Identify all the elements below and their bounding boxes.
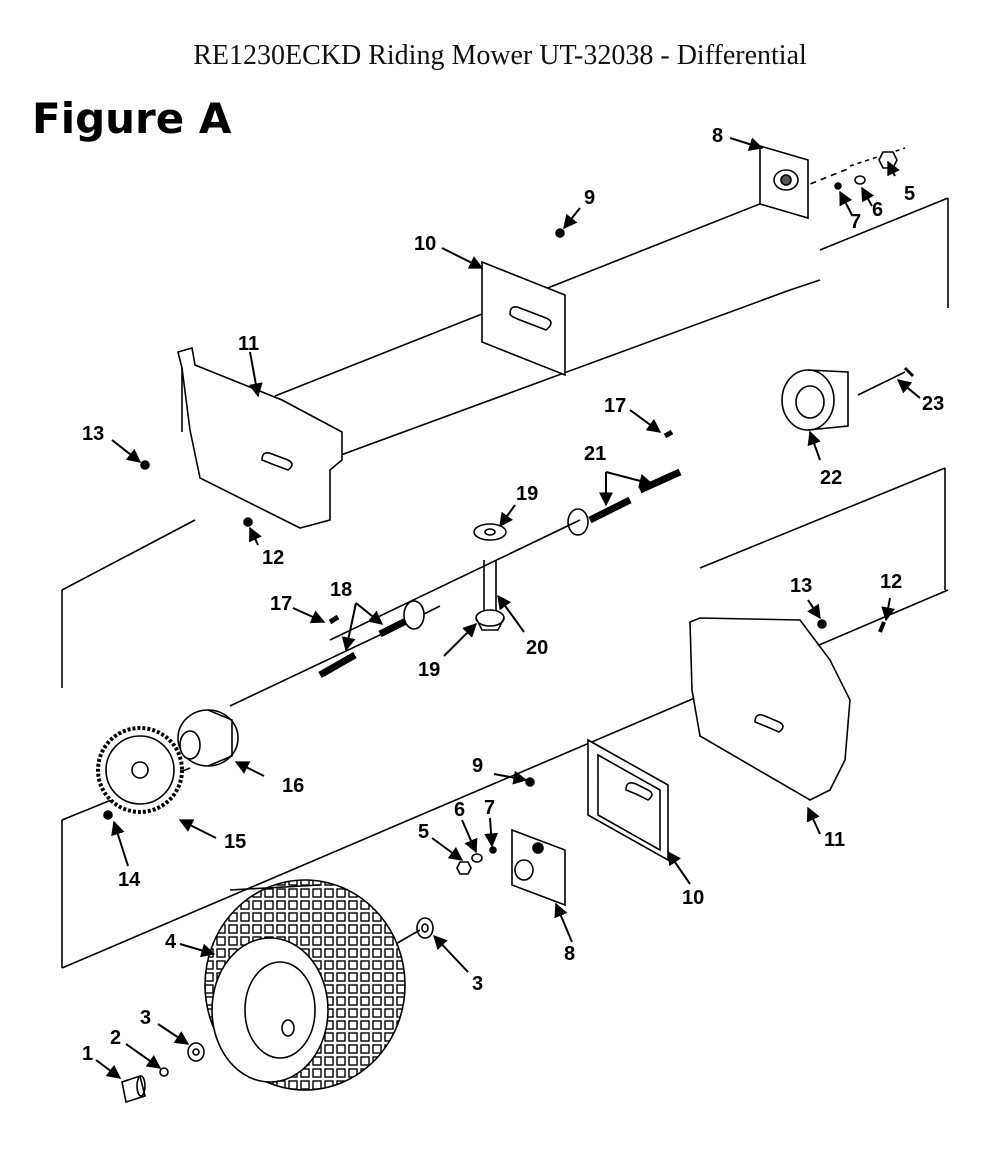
callout: 6 — [872, 199, 883, 221]
callout: 12 — [262, 547, 284, 569]
callout: 22 — [820, 467, 842, 489]
callout: 19 — [516, 483, 538, 505]
callout: 5 — [904, 183, 915, 205]
callout: 19 — [418, 659, 440, 681]
callout: 15 — [224, 831, 246, 853]
callout: 13 — [82, 423, 104, 445]
callout: 17 — [604, 395, 626, 417]
callout: 11 — [238, 333, 259, 355]
callout: 8 — [564, 943, 575, 965]
figure-label: Figure A — [32, 94, 232, 143]
page-title: RE1230ECKD Riding Mower UT-32038 - Diffe… — [193, 40, 807, 71]
callout: 4 — [165, 931, 177, 953]
callout: 18 — [330, 579, 352, 601]
callout: 5 — [418, 821, 429, 843]
callout: 9 — [584, 187, 595, 209]
callout: 13 — [790, 575, 812, 597]
callout: 7 — [484, 797, 495, 819]
callout: 2 — [110, 1027, 121, 1049]
callout: 3 — [472, 973, 483, 995]
callout: 16 — [282, 775, 304, 797]
callout: 12 — [880, 571, 902, 593]
callout: 7 — [850, 211, 861, 233]
callout: 21 — [584, 443, 606, 465]
callout: 23 — [922, 393, 944, 415]
callout: 6 — [454, 799, 465, 821]
callout: 10 — [414, 233, 436, 255]
callout: 3 — [140, 1007, 151, 1029]
callout: 17 — [270, 593, 292, 615]
callout: 20 — [526, 637, 548, 659]
callout: 14 — [118, 869, 141, 891]
callout: 8 — [712, 125, 723, 147]
callout: 9 — [472, 755, 483, 777]
callout: 10 — [682, 887, 704, 909]
callout: 1 — [82, 1043, 93, 1065]
callout: 11 — [824, 829, 845, 851]
